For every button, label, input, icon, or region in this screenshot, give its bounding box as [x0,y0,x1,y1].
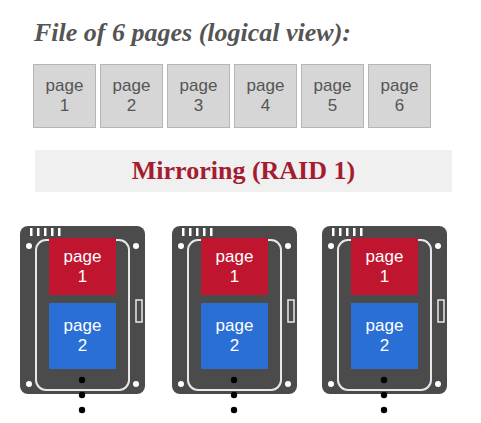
screw [435,243,441,249]
side-tab [438,300,444,322]
ellipsis-dot [381,377,387,383]
screw [133,381,139,387]
ellipsis-dot [79,392,85,398]
screw [328,243,334,249]
ellipsis-dot [381,407,387,413]
ellipsis-dot [231,392,237,398]
node-label: page 2 [366,316,404,355]
ellipsis-dot [231,377,237,383]
pin [37,228,40,236]
ellipsis-dot [231,407,237,413]
node-label: page 1 [64,247,102,286]
node-label: page 1 [216,247,254,286]
side-tab [136,300,142,322]
ellipsis-dot [381,392,387,398]
pin [182,228,185,236]
screw [178,243,184,249]
node-label: page 5 [314,76,352,115]
screw [285,381,291,387]
mirrored-page-box: page 1 [351,238,418,295]
title: File of 6 pages (logical view): [34,18,351,48]
pin [332,228,335,236]
side-tab [288,300,294,322]
node-label: page 2 [113,76,151,115]
node-label: page 2 [64,316,102,355]
disk-drive [322,226,447,413]
screw [328,381,334,387]
section-band: Mirroring (RAID 1) [35,150,452,192]
pin [346,228,349,236]
screw [285,243,291,249]
logical-page-box: page 2 [100,64,163,128]
disk-drive [20,226,145,413]
logical-page-box: page 6 [368,64,431,128]
node-label: page 2 [216,316,254,355]
screw [435,381,441,387]
logical-page-box: page 5 [301,64,364,128]
pin [44,228,47,236]
pin [196,228,199,236]
pin [189,228,192,236]
screw [26,381,32,387]
disk-drive [172,226,297,413]
pin [360,228,363,236]
node-label: page 1 [366,247,404,286]
screw [133,243,139,249]
ellipsis-dot [79,407,85,413]
disk-body [20,226,145,394]
pin [353,228,356,236]
screw [26,243,32,249]
ellipsis-dot [79,377,85,383]
pin [339,228,342,236]
pin [58,228,61,236]
disk-body [172,226,297,394]
mirrored-page-box: page 1 [201,238,268,295]
node-label: page 3 [180,76,218,115]
pin [203,228,206,236]
node-label: page 4 [247,76,285,115]
node-label: Mirroring (RAID 1) [132,156,355,186]
mirrored-page-box: page 1 [49,238,116,295]
logical-page-box: page 1 [33,64,96,128]
logical-page-box: page 4 [234,64,297,128]
pin [51,228,54,236]
screw [178,381,184,387]
pin [30,228,33,236]
node-label: page 6 [381,76,419,115]
disk-body [322,226,447,394]
node-label: page 1 [46,76,84,115]
mirrored-page-box: page 2 [201,303,268,369]
logical-page-box: page 3 [167,64,230,128]
pin [210,228,213,236]
mirrored-page-box: page 2 [49,303,116,369]
mirrored-page-box: page 2 [351,303,418,369]
